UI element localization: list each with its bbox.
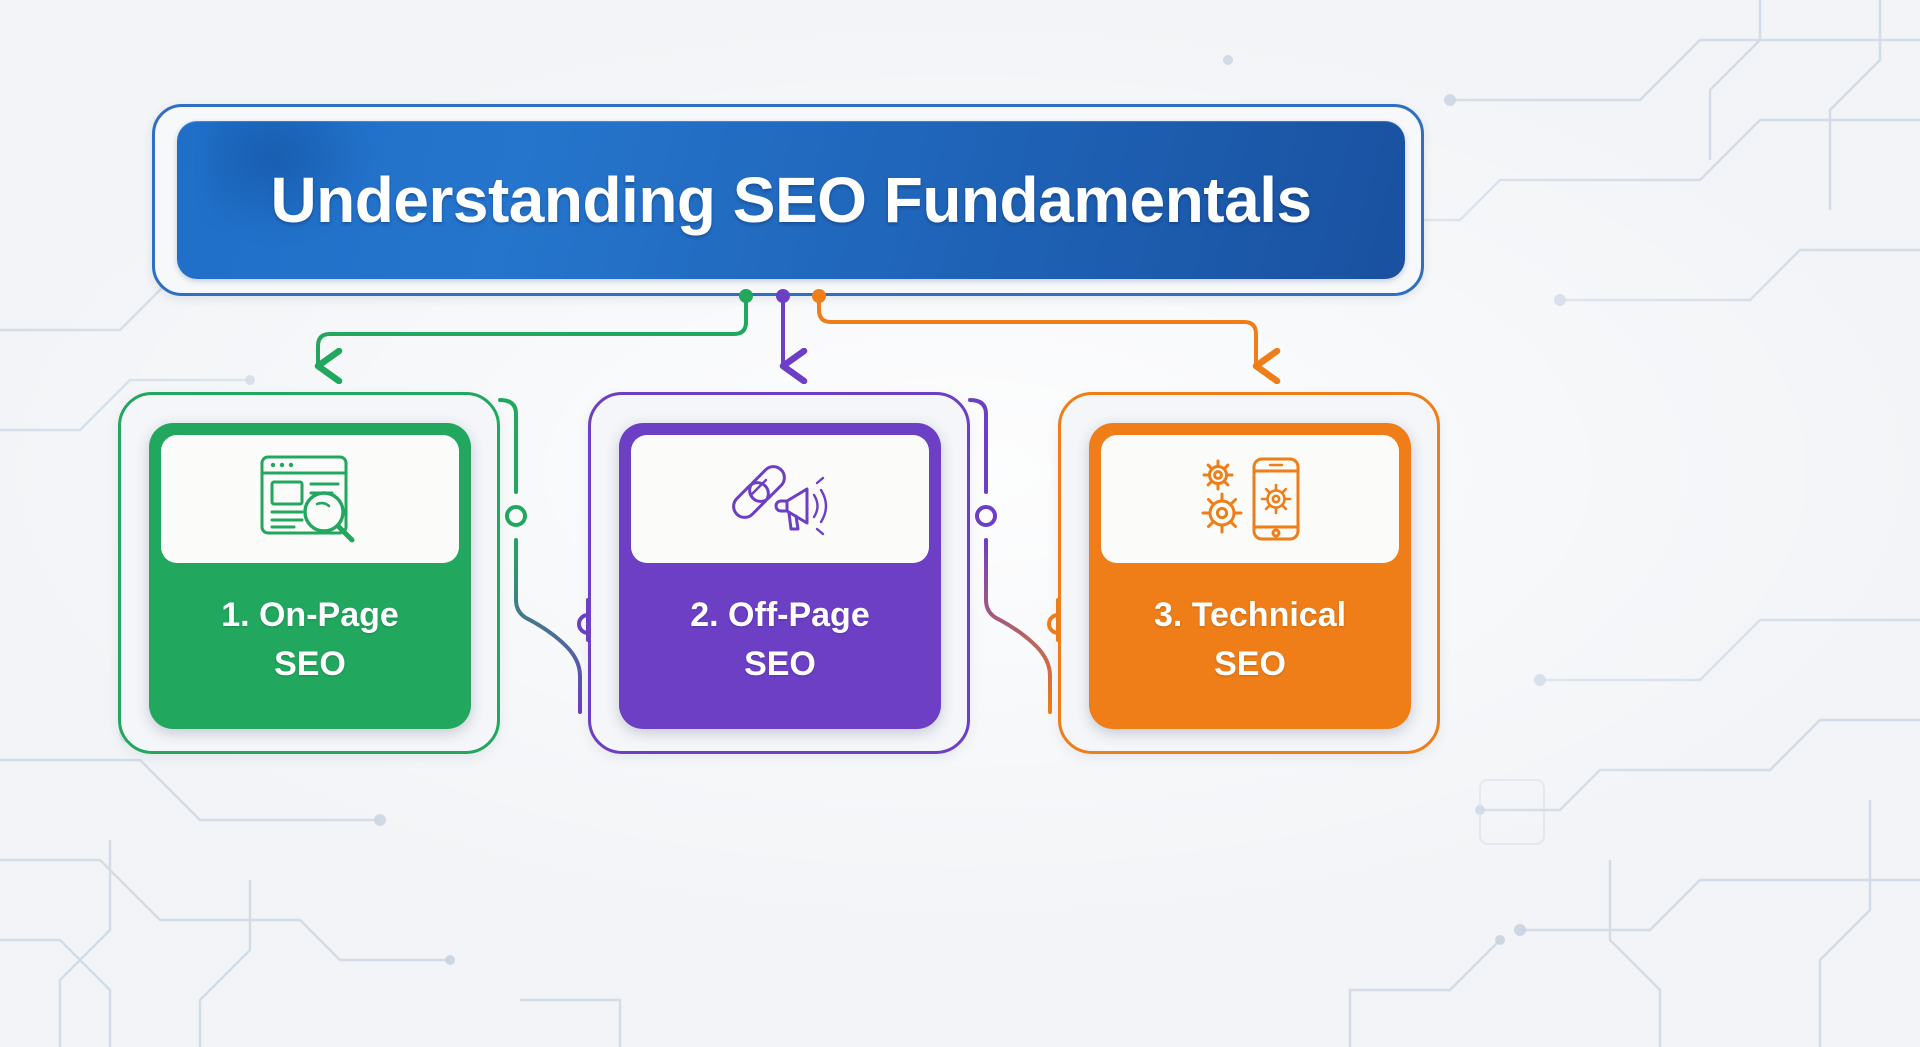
connector-to-card-2 [776, 289, 790, 366]
card-2-line-2: SEO [744, 645, 816, 683]
card-link-squiggle-1-2 [498, 398, 599, 714]
card-technical-seo-inner: 3. Technical SEO [1089, 423, 1411, 729]
card-link-squiggle-2-3 [968, 398, 1069, 714]
card-technical-seo[interactable]: 3. Technical SEO [1058, 392, 1440, 754]
connector-to-card-3 [812, 289, 1256, 366]
header-banner: Understanding SEO Fundamentals [152, 104, 1424, 296]
header-banner-inner: Understanding SEO Fundamentals [177, 121, 1405, 279]
connector-to-card-1 [318, 289, 753, 366]
card-1-line-1: 1. On-Page [221, 595, 399, 634]
card-on-page-seo-icon-panel [161, 435, 459, 563]
card-on-page-seo-label: 1. On-Page SEO [149, 563, 471, 729]
chain-link-megaphone-icon [732, 465, 828, 536]
card-on-page-seo-inner: 1. On-Page SEO [149, 423, 471, 729]
card-1-line-2: SEO [274, 645, 346, 683]
card-2-line-1: 2. Off-Page [690, 595, 870, 634]
card-3-line-1: 3. Technical [1153, 595, 1347, 634]
card-3-line-2: SEO [1214, 645, 1286, 683]
card-technical-seo-label: 3. Technical SEO [1089, 563, 1411, 729]
gears-mobile-icon [1201, 457, 1300, 541]
card-off-page-seo-icon-panel [631, 435, 929, 563]
browser-window-magnifier-icon [260, 455, 355, 543]
card-off-page-seo-inner: 2. Off-Page SEO [619, 423, 941, 729]
page-title: Understanding SEO Fundamentals [270, 164, 1312, 236]
card-technical-seo-icon-panel [1101, 435, 1399, 563]
card-on-page-seo[interactable]: 1. On-Page SEO [118, 392, 500, 754]
card-off-page-seo[interactable]: 2. Off-Page SEO [588, 392, 970, 754]
card-off-page-seo-label: 2. Off-Page SEO [619, 563, 941, 729]
